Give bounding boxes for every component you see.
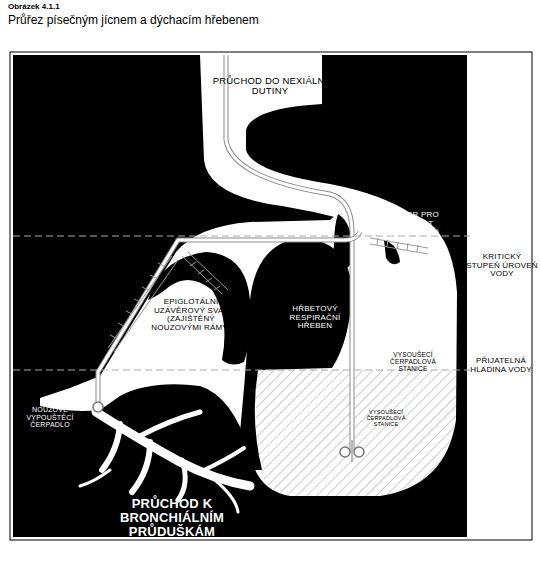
bronchus — [178, 460, 185, 500]
bronchus — [102, 424, 120, 470]
region-label: VYSOUŠECÍ ČERPADLOVÁ STANICE — [382, 351, 444, 372]
pipe — [98, 232, 360, 402]
pump-station-symbol — [340, 447, 350, 457]
ladder — [182, 252, 228, 294]
region-label: PŘIJATELNÁ HLADINA VODY — [468, 357, 534, 374]
region-label: EPIGLOTÁLNÍ UZÁVĚROVÝ SVAL (ZAJIŠTĚNÝ NO… — [146, 298, 236, 333]
bronchus — [140, 412, 200, 436]
region-label: VYSOUŠECÍ ČERPADLOVÁ STANICE — [356, 410, 416, 428]
region-label: PRŮCHOD K BRONCHIÁLNÍM PRŮDUŠKÁM — [90, 497, 254, 539]
figure-caption: Průřez písečným jícnem a dýchacím hřeben… — [8, 13, 259, 27]
bronchus — [200, 448, 244, 472]
pump-station-symbol — [354, 447, 364, 457]
pipe — [98, 232, 360, 402]
region-label: HŘBETOVÝ RESPIRAČNÍ HŘEBEN — [280, 305, 350, 331]
tissue-background — [13, 55, 467, 537]
pump-shaft — [352, 440, 353, 462]
pipe-network — [98, 55, 360, 450]
bronchus — [80, 470, 110, 486]
region-label: KRITICKÝ STUPEŇ ÚROVEŇ VODY — [466, 253, 538, 279]
dorsal-ridge — [236, 238, 352, 470]
region-label: PRŮCHOD DO NEXIÁLNÍ DUTINY — [212, 76, 328, 97]
pipe — [226, 55, 352, 450]
nexial-passage — [200, 55, 412, 236]
region-label: NOUZOVÉ VYPOUŠTĚCÍ ČERPADLO — [14, 406, 86, 429]
drain-pump-symbol — [93, 402, 103, 412]
region-label: OTVOR PRO VLHKOST (ZADRŽENÝ) — [376, 211, 452, 237]
bronchus — [96, 412, 250, 486]
bronchus — [132, 442, 150, 492]
outer-frame — [10, 52, 532, 540]
pipe — [226, 55, 352, 450]
water-level-hatch — [256, 370, 456, 496]
bronchus — [215, 480, 238, 512]
frame-ladders — [108, 238, 428, 352]
figure-number: Obrázek 4.1.1 — [8, 2, 60, 11]
esophagus-chamber — [40, 210, 457, 496]
ladder — [370, 238, 428, 254]
